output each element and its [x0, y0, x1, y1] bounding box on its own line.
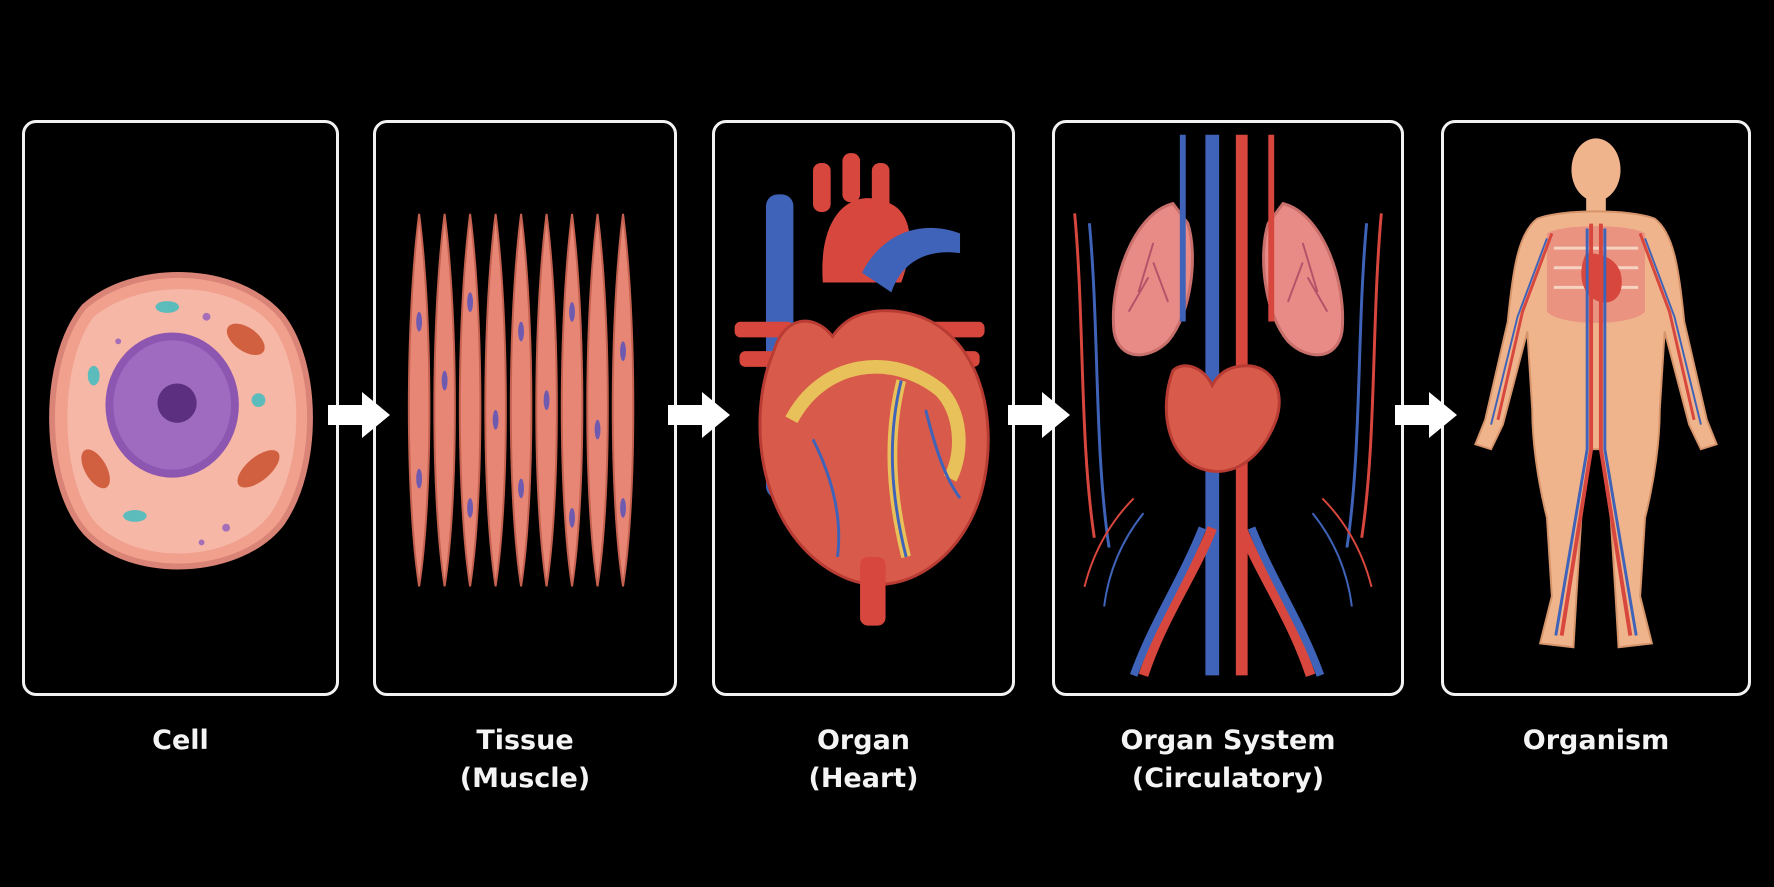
panel-cell: [22, 120, 339, 696]
label-line: Organ: [816, 725, 911, 756]
cell-icon: [49, 272, 313, 570]
panel-tissue: [373, 120, 677, 696]
label-organ-system: Organ System (Circulatory): [1052, 722, 1404, 798]
heart-icon: [734, 153, 990, 626]
panel-organ: [712, 120, 1015, 696]
muscle-tissue-icon: [407, 213, 635, 587]
label-line: Tissue: [476, 725, 574, 756]
panel-organism: [1441, 120, 1751, 696]
label-line: (Muscle): [459, 763, 591, 794]
human-body-icon: [1474, 138, 1718, 649]
arrow-right-icon: [1008, 392, 1070, 438]
arrow-right-icon: [668, 392, 730, 438]
label-line: (Circulatory): [1131, 763, 1325, 794]
label-line: Cell: [152, 725, 209, 756]
label-line: Organism: [1522, 725, 1670, 756]
label-line: Organ System: [1120, 725, 1336, 756]
label-tissue: Tissue (Muscle): [373, 722, 677, 798]
label-line: (Heart): [808, 763, 919, 794]
label-organ: Organ (Heart): [712, 722, 1015, 798]
label-cell: Cell: [22, 722, 339, 760]
circulatory-system-icon: [1073, 134, 1383, 677]
label-organism: Organism: [1441, 722, 1751, 760]
panel-organ-system: [1052, 120, 1404, 696]
arrow-right-icon: [328, 392, 390, 438]
arrow-right-icon: [1395, 392, 1457, 438]
